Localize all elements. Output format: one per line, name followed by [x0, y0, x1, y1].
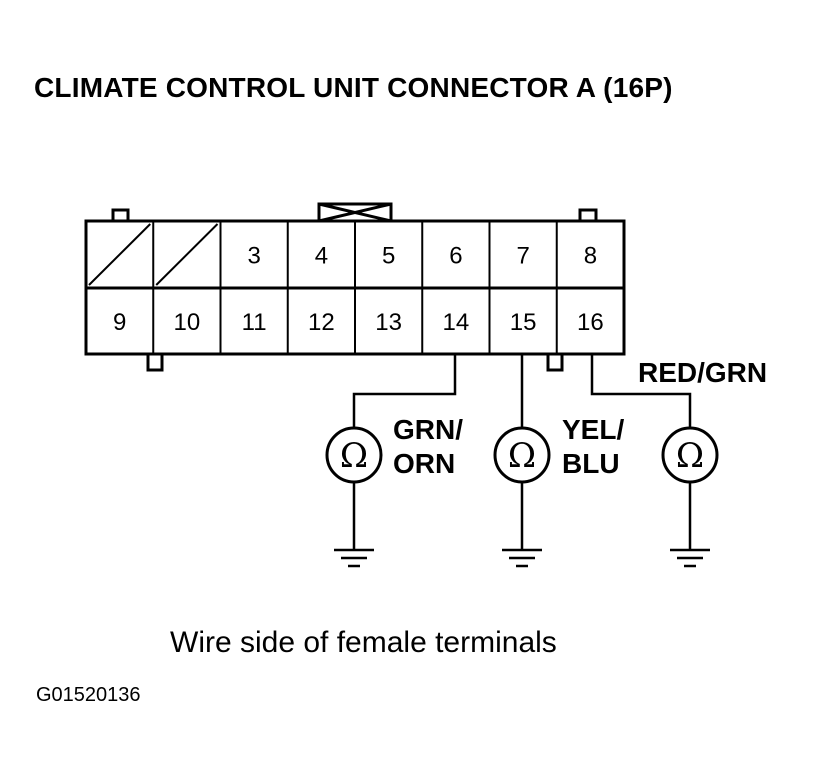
diagram-caption: Wire side of female terminals [170, 626, 557, 659]
lock-tab-cross [318, 202, 392, 223]
terminal-number: 8 [584, 243, 597, 270]
terminal-number: 9 [113, 309, 126, 336]
terminal-number: 16 [577, 309, 604, 336]
terminal-number: 4 [315, 243, 328, 270]
terminal-number: 6 [449, 243, 462, 270]
wire-terminal-16 [590, 354, 692, 428]
terminal-numbers: 3 4 5 6 7 8 9 10 11 12 13 14 15 16 [113, 243, 604, 337]
bottom-tab-right [546, 354, 564, 372]
terminal-number: 3 [247, 243, 260, 270]
wire-color-label: YEL/ [562, 414, 624, 445]
terminal-number: 15 [510, 309, 537, 336]
ohmmeter-16 [661, 426, 719, 484]
terminal-number: 11 [242, 309, 267, 336]
ohm-symbol-icon: Ω [508, 436, 536, 476]
terminal-number: 12 [308, 309, 335, 336]
terminal-number: 5 [382, 243, 395, 270]
ohmmeters [325, 426, 719, 484]
wire-color-label: GRN/ [393, 414, 463, 445]
bottom-tab-left [146, 354, 164, 372]
ohm-symbol-icon: Ω [340, 436, 368, 476]
ground-icon [670, 548, 710, 568]
figure-id: G01520136 [36, 684, 141, 706]
ground-symbols [334, 548, 710, 568]
wire-terminal-14 [352, 354, 457, 428]
meter-wiring [352, 354, 692, 550]
wire-color-label: RED/GRN [638, 357, 767, 388]
diagram-title: CLIMATE CONTROL UNIT CONNECTOR A (16P) [34, 72, 673, 103]
left-tab [111, 208, 130, 221]
unused-terminal-slash [88, 223, 151, 286]
terminal-number: 13 [375, 309, 402, 336]
ground-icon [502, 548, 542, 568]
terminal-number: 10 [174, 309, 201, 336]
unused-terminal-slash [155, 223, 219, 286]
terminal-number: 14 [443, 309, 470, 336]
ground-icon [334, 548, 374, 568]
terminal-number: 7 [516, 243, 529, 270]
wire-color-label: ORN [393, 448, 455, 479]
ohmmeter-14 [325, 426, 383, 484]
wire-color-label: BLU [562, 448, 620, 479]
right-tab [578, 208, 598, 221]
ohmmeter-15 [493, 426, 551, 484]
terminal-cells [88, 221, 558, 354]
ohm-symbol-icon: Ω [676, 436, 704, 476]
